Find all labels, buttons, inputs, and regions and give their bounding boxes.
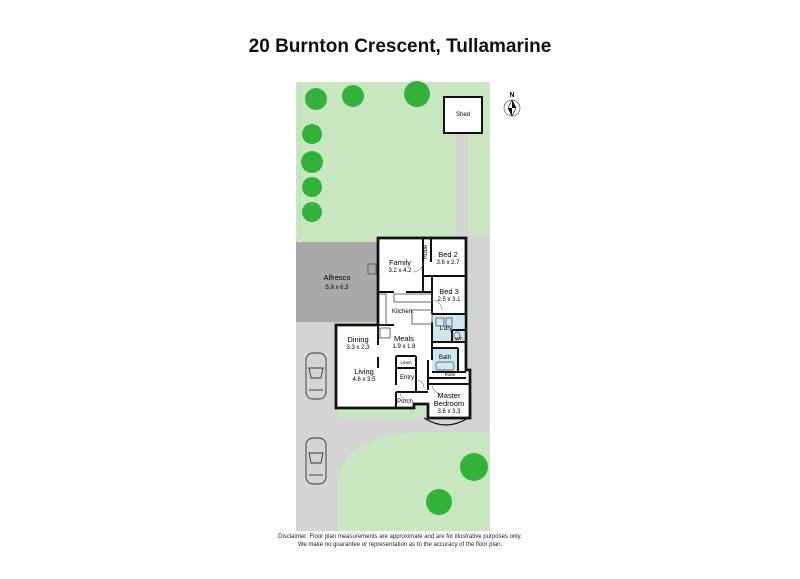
kitchen-label: Kitchen — [392, 309, 412, 315]
bed2-label: Bed 2 — [438, 250, 458, 259]
bed3-label: Bed 3 — [439, 287, 459, 296]
meals-dims: 1.9 x 1.8 — [392, 344, 416, 350]
dining-label: Dining — [347, 335, 368, 344]
tree — [302, 202, 322, 222]
dining-dims: 3.3 x 2.3 — [346, 345, 370, 351]
laundry-label: L'dry — [440, 326, 453, 332]
master-label-2: Bedroom — [434, 399, 464, 408]
disclaimer-line-2: We make no guarantee or representation a… — [297, 542, 503, 548]
north-compass: N — [503, 92, 521, 117]
porch-label: Porch — [397, 399, 413, 405]
linen-label: Linen — [400, 360, 412, 365]
car-top — [305, 352, 327, 400]
page-title: 20 Burnton Crescent, Tullamarine — [248, 36, 552, 57]
robe-label: Robe — [445, 372, 456, 377]
trees — [301, 81, 488, 515]
wc-label: WC — [455, 336, 463, 341]
side-path-lower — [468, 236, 490, 432]
master-dims: 3.6 x 3.3 — [437, 409, 461, 415]
alfresco-dims: 5.8 x 6.3 — [325, 285, 349, 291]
house-outline — [334, 236, 472, 420]
tree — [426, 489, 452, 515]
meals-label: Meals — [394, 334, 414, 343]
master-label-1: Master — [438, 391, 461, 400]
tree — [302, 124, 322, 144]
bed3-dims: 2.5 x 3.1 — [437, 297, 461, 303]
family-dims: 3.2 x 4.2 — [388, 268, 412, 274]
disclaimer-line-1: Disclaimer: Floor plan measurements are … — [278, 534, 522, 540]
bath-label: Bath — [439, 355, 451, 361]
tree — [460, 453, 488, 481]
wc-floor — [452, 330, 466, 342]
north-label: N — [509, 92, 514, 99]
front-path — [296, 418, 490, 531]
alfresco-label: Alfresco — [323, 273, 350, 282]
tree — [301, 151, 323, 173]
lawn-edge — [295, 86, 301, 243]
bed2-dims: 3.6 x 2.7 — [436, 260, 460, 266]
family-label: Family — [389, 258, 411, 267]
side-path — [456, 130, 468, 240]
car-bottom — [305, 437, 327, 485]
entry-label: Entry — [400, 375, 414, 381]
disclaimer: Disclaimer: Floor plan measurements are … — [0, 533, 800, 549]
shed — [443, 96, 483, 134]
robe-bed2-label: Robe — [423, 244, 429, 259]
living-label: Living — [354, 367, 374, 376]
alfresco — [296, 242, 378, 322]
shed-label: Shed — [456, 112, 470, 118]
tree — [404, 81, 430, 107]
tree — [342, 85, 364, 107]
living-dims: 4.6 x 3.5 — [352, 377, 376, 383]
tree — [302, 177, 322, 197]
tree — [305, 88, 327, 110]
